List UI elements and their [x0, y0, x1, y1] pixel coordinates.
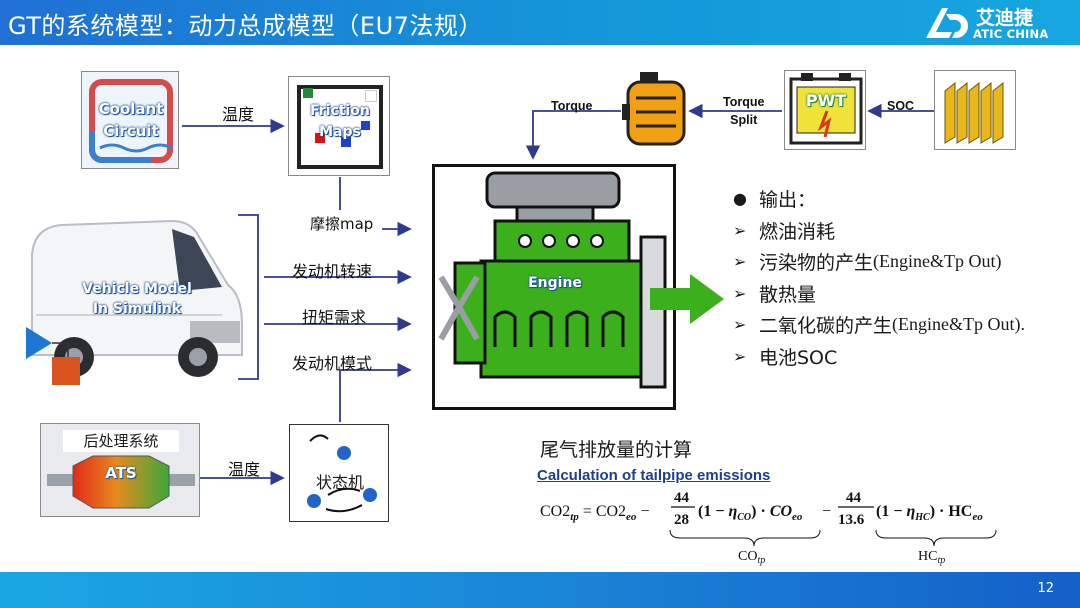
bullet-icon: ● — [733, 189, 747, 209]
ats-block[interactable]: 后处理系统 ATS — [40, 423, 200, 517]
state-machine-block[interactable]: 状态机 — [289, 424, 389, 522]
outputs-heading: ● 输出： — [733, 189, 817, 212]
catalyst-icon — [47, 455, 195, 509]
cells-icon — [944, 81, 1004, 144]
engine-icon — [438, 171, 667, 389]
engine-label: Engine — [528, 275, 582, 291]
atic-logo-icon — [926, 8, 968, 38]
torque-demand-signal: 扭矩需求 — [302, 308, 367, 327]
friction-maps-block[interactable]: Friction Maps — [288, 76, 390, 176]
svg-text:(1 − ηCO) · COeo: (1 − ηCO) · COeo — [698, 503, 803, 523]
map-dot-green — [303, 88, 313, 98]
vehicle-model-label: Vehicle Model In Simulink — [82, 281, 192, 317]
temp-label-bottom: 温度 — [228, 460, 261, 479]
friction-map-signal: 摩擦map — [310, 215, 374, 233]
battery-cells-block[interactable] — [934, 70, 1016, 150]
van-icon — [31, 219, 243, 377]
map-dot-white — [365, 90, 377, 102]
brand-logo: 艾迪捷 ATIC CHINA — [922, 2, 1062, 44]
map-dot-blue-2 — [361, 121, 370, 130]
coolant-circuit-block[interactable]: Coolant Circuit — [81, 71, 179, 169]
temp-label-top: 温度 — [222, 105, 255, 124]
state-machine-icon — [307, 434, 377, 513]
svg-text:−: − — [822, 503, 831, 520]
tailpipe-formula: CO2tp = CO2eo − 44 28 (1 − ηCO) · COeo −… — [540, 490, 997, 566]
page-number: 12 — [1037, 581, 1054, 596]
arrow-bullet-icon: ➢ — [733, 315, 747, 335]
slide-header: GT的系统模型：动力总成模型（EU7法规） 艾迪捷 ATIC CHINA — [0, 0, 1080, 45]
torque-label: Torque — [551, 99, 593, 113]
arrow-bullet-icon: ➢ — [733, 220, 747, 240]
slide-footer: 12 — [0, 572, 1080, 608]
list-item: ➢ 污染物的产生(Engine&Tp Out) — [733, 251, 1002, 275]
slide-title: GT的系统模型：动力总成模型（EU7法规） — [8, 12, 483, 40]
calc-title: 尾气排放量的计算 — [540, 439, 693, 461]
list-item: ➢ 散热量 — [733, 283, 817, 306]
battery-icon — [789, 73, 863, 145]
pwt-battery-block[interactable]: PWT — [784, 70, 866, 150]
svg-text:(1 − ηHC) · HCeo: (1 − ηHC) · HCeo — [876, 503, 983, 523]
arrow-bullet-icon: ➢ — [733, 346, 747, 366]
coolant-loop-icon — [89, 79, 173, 163]
vehicle-model-block[interactable]: Vehicle Model In Simulink — [22, 215, 244, 385]
ats-title: 后处理系统 — [63, 430, 179, 452]
map-dot-blue — [341, 137, 351, 147]
svg-text:28: 28 — [674, 512, 689, 528]
svg-text:HCtp: HCtp — [918, 549, 945, 566]
soc-label: SOC — [887, 99, 915, 113]
arrow-bullet-icon: ➢ — [733, 252, 747, 272]
state-machine-label: 状态机 — [315, 473, 364, 492]
pwt-label: PWT — [805, 91, 847, 110]
svg-text:44: 44 — [674, 490, 690, 506]
outputs-list: ● 输出： ➢ 燃油消耗 ➢ 污染物的产生(Engine&Tp Out) ➢ 散… — [733, 183, 1073, 372]
map-dot-red — [315, 133, 325, 143]
list-item: ➢ 燃油消耗 — [733, 220, 836, 243]
friction-label: Friction Maps — [310, 103, 370, 140]
engine-mode-signal: 发动机模式 — [292, 354, 373, 373]
svg-text:44: 44 — [846, 490, 862, 506]
engine-speed-signal: 发动机转速 — [292, 262, 373, 281]
simulink-icon — [26, 327, 80, 385]
svg-text:COtp: COtp — [738, 549, 765, 566]
engine-block[interactable]: Engine — [432, 164, 676, 410]
svg-text:CO2tp = CO2eo −: CO2tp = CO2eo − — [540, 503, 649, 523]
torque-split-label: Torque Split — [723, 95, 765, 127]
motor-icon[interactable] — [622, 70, 692, 150]
coolant-label: Coolant Circuit — [98, 100, 164, 140]
arrow-bullet-icon: ➢ — [733, 283, 747, 303]
list-item: ➢ 电池SOC — [733, 346, 838, 369]
brand-name-cn: 艾迪捷 — [976, 7, 1034, 29]
calc-subtitle: Calculation of tailpipe emissions — [537, 467, 771, 484]
svg-text:13.6: 13.6 — [838, 512, 865, 528]
list-item: ➢ 二氧化碳的产生 (Engine&Tp Out). — [733, 314, 1025, 338]
output-arrow — [650, 274, 724, 324]
ats-label: ATS — [105, 464, 137, 482]
brand-name-en: ATIC CHINA — [973, 27, 1049, 41]
